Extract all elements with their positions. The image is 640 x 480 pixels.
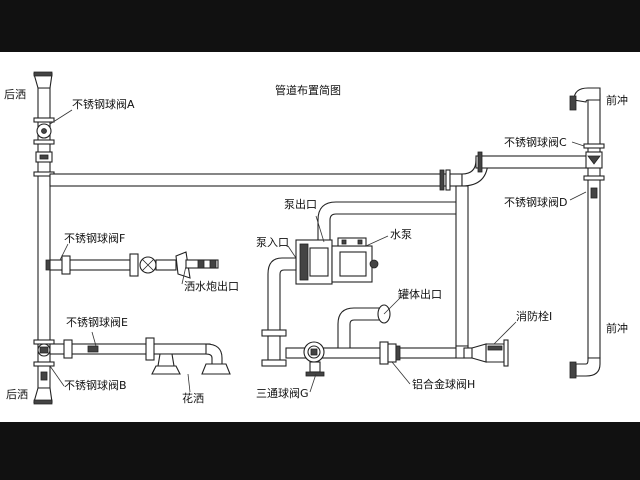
valve-a [33,117,55,177]
valve-c [583,143,605,169]
label-hydrant: 消防栓I [516,309,552,323]
label-valve-f: 不锈钢球阀F [64,231,125,245]
label-front-flush-top: 前冲 [606,93,628,107]
left-vertical-pipe [33,71,53,405]
piping-diagram-svg: 管道布置简图 [4,71,628,405]
pump-assembly [267,185,469,347]
top-horizontal-pipe [49,151,589,191]
label-valve-d: 不锈钢球阀D [504,195,567,209]
label-valve-e: 不锈钢球阀E [66,315,128,329]
label-cannon-outlet: 洒水炮出口 [184,279,239,293]
label-front-flush-bottom: 前冲 [606,321,628,335]
diagram-canvas: 管道布置简图 [0,52,640,422]
flower-spray-branch [49,337,231,375]
label-valve-b: 不锈钢球阀B [64,378,127,392]
label-valve-a: 不锈钢球阀A [72,97,135,111]
label-rear-spray-bottom: 后洒 [6,388,28,401]
label-pump-outlet: 泵出口 [284,197,317,211]
label-rear-spray-top: 后洒 [4,88,26,101]
label-three-way-valve: 三通球阀G [256,386,309,400]
label-aluminum-valve: 铝合金球阀H [412,377,475,391]
label-tank-outlet: 罐体出口 [398,287,442,301]
cannon-branch [45,251,219,279]
label-valve-c: 不锈钢球阀C [504,135,567,149]
valve-b [33,339,55,381]
label-flower-spray: 花洒 [182,392,204,405]
lower-piping [261,304,509,377]
label-water-pump: 水泵 [390,228,412,241]
leader-lines [49,109,587,393]
diagram-title: 管道布置简图 [275,83,341,97]
label-pump-inlet: 泵入口 [256,236,289,249]
valve-d [583,175,605,199]
right-vertical-pipe [569,87,601,379]
